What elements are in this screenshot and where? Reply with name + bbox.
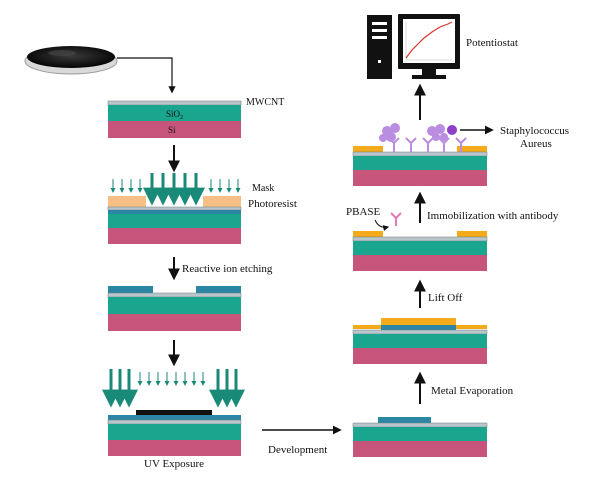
antibody-icon [388,137,467,152]
label-staphylococcus: Staphylococcus [500,125,569,137]
label-reactive-ion-etching: Reactive ion etching [182,263,273,275]
substrate-stack-r3 [352,231,488,271]
antibody-icon [390,212,402,226]
label-development: Development [268,444,327,456]
label-mask: Mask [252,183,274,194]
label-uv-exposure: UV Exposure [144,458,204,470]
substrate-stack-2 [107,196,242,244]
label-metal-evaporation: Metal Evaporation [431,385,514,397]
flow-arrow-dish [117,57,176,94]
label-immobilization: Immobilization with antibody [427,210,559,222]
label-aureus: Aureus [520,138,552,150]
substrate-stack-3 [107,286,242,331]
uv-arrows-photoresist [110,173,241,206]
substrate-stack-r2 [352,318,488,364]
label-si: Si [168,125,176,135]
bacteria-icon [379,123,448,142]
bacteria-icon [447,125,457,135]
substrate-stack-1 [107,100,242,138]
label-mwcnt: MWCNT [246,97,284,108]
label-lift-off: Lift Off [428,292,463,304]
substrate-stack-4 [107,410,242,456]
substrate-stack-r4 [352,146,488,186]
uv-arrows-exposure [102,369,245,408]
label-sio2: SiO2 [166,109,183,121]
mwcnt-powder-dish-icon [24,46,118,75]
label-pbase: PBASE [346,206,381,218]
potentiostat-computer-icon [367,14,460,79]
substrate-stack-r1 [352,417,488,457]
label-photoresist: Photoresist [248,198,297,210]
label-potentiostat: Potentiostat [466,37,518,49]
pbase-curved-arrow [374,219,390,231]
